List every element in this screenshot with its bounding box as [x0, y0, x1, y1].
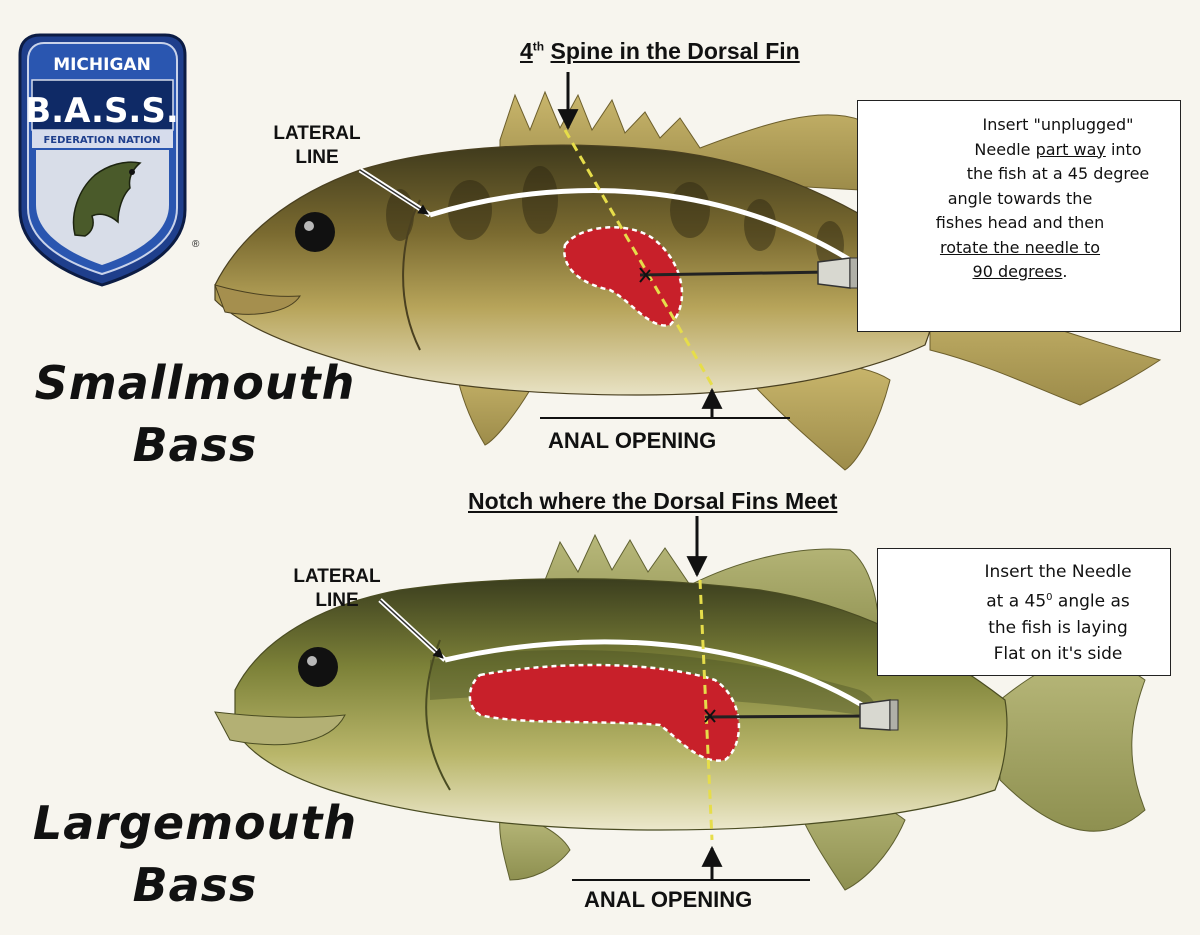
smallmouth-dorsal-label-text: Spine in the Dorsal Fin: [550, 38, 800, 64]
largemouth-lateral-label: LATERAL LINE: [282, 565, 392, 613]
smallmouth-eye: [295, 212, 335, 252]
largemouth-instruction-box: Insert the Needle at a 450 angle as the …: [877, 548, 1171, 676]
largemouth-jaw: [214, 711, 346, 746]
largemouth-tail: [999, 657, 1146, 832]
largemouth-lateral-label-line1: LATERAL: [293, 566, 381, 587]
smallmouth-instr-line4: angle towards the: [947, 188, 1093, 208]
smallmouth-species-title: Smallmouth Bass: [20, 352, 370, 476]
smallmouth-instr-line2: Needle part way into: [940, 138, 1176, 163]
smallmouth-instr-line7-text: 90 degrees: [972, 262, 1063, 281]
smallmouth-instr-line3: the fish at a 45 degree: [966, 164, 1150, 183]
largemouth-species-title: Largemouth Bass: [20, 792, 370, 916]
smallmouth-instr-line2-a: Needle: [974, 139, 1036, 159]
largemouth-anal-label: ANAL OPENING: [584, 887, 753, 912]
smallmouth-swim-bladder: [563, 226, 684, 327]
smallmouth-lateral-label: LATERAL LINE: [262, 122, 372, 170]
largemouth-lateral-arrow: [379, 599, 444, 659]
smallmouth-species-line2: Bass: [132, 418, 258, 472]
largemouth-instr-line4: Flat on it's side: [993, 643, 1123, 664]
logo-main-text: B.A.S.S.: [25, 91, 179, 131]
smallmouth-instr-line1: Insert "unplugged": [982, 115, 1134, 134]
logo-registered-mark: ®: [192, 239, 200, 250]
smallmouth-lateral-label-line2: LINE: [295, 147, 339, 168]
smallmouth-jaw: [214, 284, 301, 315]
largemouth-instr-line2-a: at a 45: [986, 591, 1047, 612]
largemouth-eye: [298, 647, 338, 687]
logo-band-text: FEDERATION NATION: [43, 135, 160, 146]
smallmouth-fish: [214, 90, 1162, 471]
michigan-bass-logo: MICHIGAN B.A.S.S. FEDERATION NATION ®: [18, 33, 200, 287]
largemouth-needle: [704, 699, 899, 731]
smallmouth-instr-line7: 90 degrees.: [858, 260, 1182, 285]
largemouth-instr-line3: the fish is laying: [988, 617, 1128, 638]
smallmouth-instr-line2-u: part way: [1035, 139, 1106, 159]
smallmouth-instr-line6: rotate the needle to: [939, 237, 1101, 257]
largemouth-instr-line1: Insert the Needle: [984, 562, 1132, 582]
smallmouth-instr-line2-b: into: [1105, 139, 1142, 159]
largemouth-species-line2: Bass: [132, 858, 258, 912]
largemouth-swim-bladder: [468, 663, 741, 762]
smallmouth-instr-line7-end: .: [1062, 262, 1068, 281]
largemouth-instr-line2-sup: 0: [1046, 592, 1053, 603]
smallmouth-instr-line5: fishes head and then: [935, 213, 1105, 232]
smallmouth-guide-line: [563, 129, 714, 386]
smallmouth-needle: [639, 257, 859, 289]
smallmouth-species-line1: Smallmouth: [34, 356, 356, 410]
largemouth-instr-line2-b: angle as: [1052, 591, 1130, 612]
smallmouth-lateral-line: [429, 188, 852, 263]
smallmouth-lateral-label-line1: LATERAL: [273, 123, 361, 144]
smallmouth-anal-label: ANAL OPENING: [548, 428, 717, 453]
smallmouth-gill: [402, 199, 421, 351]
largemouth-instr-line2: at a 450 angle as: [948, 585, 1168, 615]
largemouth-guide-line: [698, 579, 714, 841]
smallmouth-dorsal-label-sup: th: [532, 39, 545, 54]
smallmouth-instruction-box: Insert "unplugged" Needle part way into …: [857, 100, 1181, 332]
largemouth-lateral-line: [444, 639, 872, 713]
largemouth-species-line1: Largemouth: [32, 796, 358, 850]
largemouth-dorsal-label: Notch where the Dorsal Fins Meet: [468, 488, 838, 514]
logo-top-text: MICHIGAN: [53, 55, 151, 75]
largemouth-lateral-label-line2: LINE: [315, 590, 359, 611]
smallmouth-dorsal-label-num: 4: [520, 38, 533, 64]
smallmouth-dorsal-label: 4th Spine in the Dorsal Fin: [520, 38, 800, 65]
